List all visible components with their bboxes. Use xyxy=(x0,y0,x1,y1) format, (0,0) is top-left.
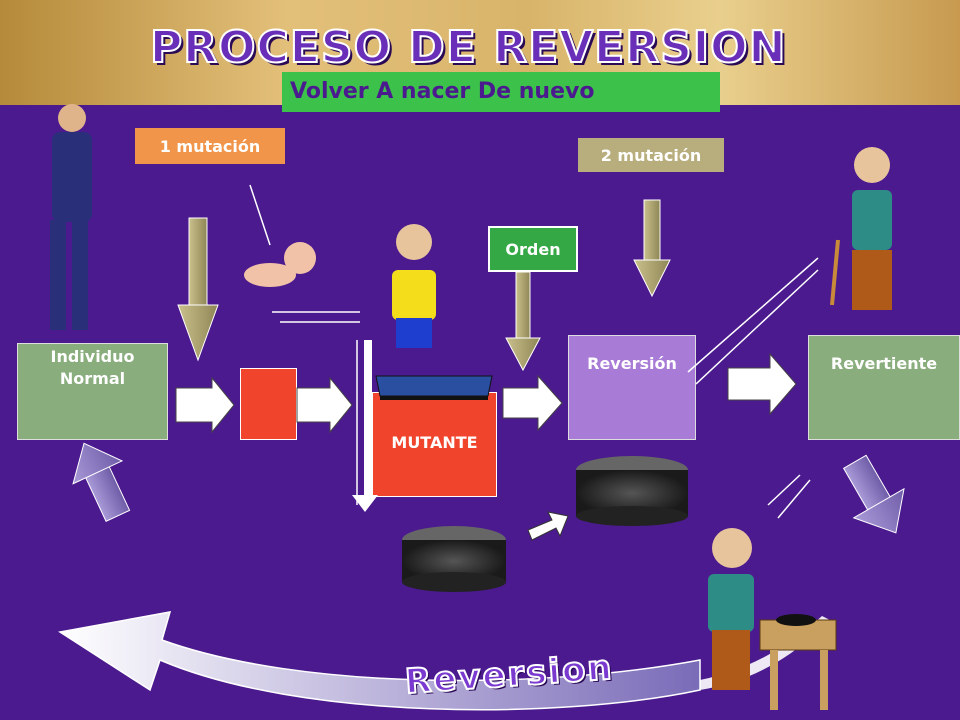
reversion-label: Reversión xyxy=(587,354,677,373)
reversion-box: Reversión xyxy=(568,335,696,440)
order-down-arrow xyxy=(505,271,541,372)
record-player-table xyxy=(759,614,837,710)
right-arrow-3 xyxy=(502,374,563,432)
tub-mutant xyxy=(402,526,506,592)
baby-figure xyxy=(244,242,316,287)
mutant-box: MUTANTE xyxy=(372,392,497,497)
reversion-curve-arrow xyxy=(57,611,701,711)
right-arrow-2 xyxy=(296,376,353,434)
slide-title: PROCESO DE REVERSION xyxy=(149,21,787,74)
mutation-2-down-arrow xyxy=(633,199,671,298)
mutant-label: MUTANTE xyxy=(391,433,478,452)
intermediate-red-box xyxy=(240,368,297,440)
mutation-1-tag: 1 mutación xyxy=(135,128,285,164)
revertant-box: Revertiente xyxy=(808,335,960,440)
return-up-arrow xyxy=(72,442,131,522)
mutant-vertical-bar xyxy=(364,340,372,500)
revertant-label: Revertiente xyxy=(830,354,938,373)
normal-individual-box: Individuo Normal xyxy=(17,343,168,440)
right-arrow-1 xyxy=(175,376,235,434)
man-in-suit-figure xyxy=(50,104,92,330)
mutation-2-tag: 2 mutación xyxy=(578,138,724,172)
tub-arrow xyxy=(527,511,569,541)
order-tag: Orden xyxy=(488,226,578,272)
man-yellow-shirt-figure xyxy=(392,224,436,348)
slide-subtitle: Volver A nacer De nuevo xyxy=(282,72,720,112)
guide-lines xyxy=(249,184,819,519)
tub-reversion xyxy=(576,456,688,526)
right-arrow-4 xyxy=(727,352,797,416)
old-man-cane-figure xyxy=(830,147,892,310)
mutation-1-down-arrow xyxy=(177,217,219,362)
old-man-waving-figure xyxy=(708,528,754,690)
step-platform xyxy=(375,375,493,400)
normal-individual-label: Individuo Normal xyxy=(50,347,135,388)
revertant-down-arrow xyxy=(842,454,905,534)
